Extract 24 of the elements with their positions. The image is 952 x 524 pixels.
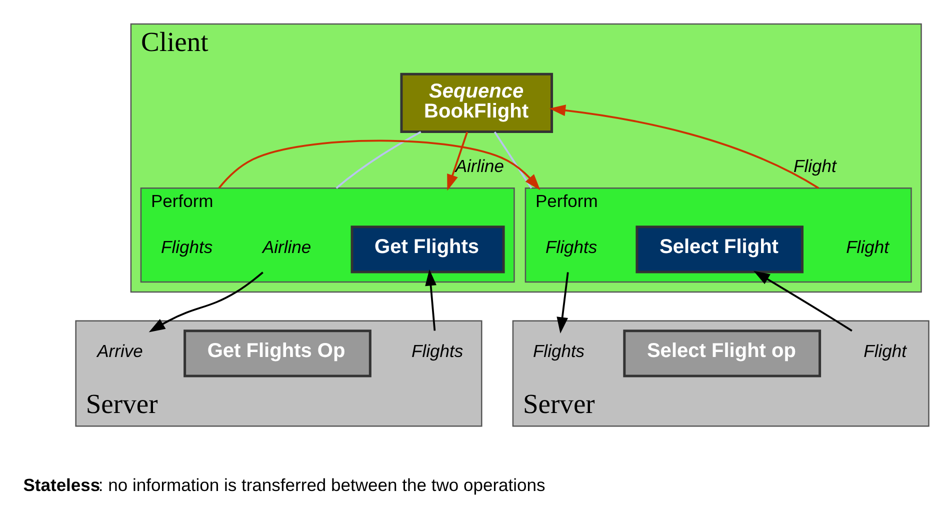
arrow — [218, 140, 540, 190]
node-box: Select Flight op — [623, 330, 822, 378]
node-text: Flights — [412, 340, 464, 361]
node-text: Airline — [262, 236, 312, 257]
arrow — [425, 269, 436, 331]
node-box: Get Flights — [350, 226, 505, 274]
node-text: Flight — [864, 340, 906, 361]
node-box: Select Flight — [636, 226, 804, 274]
arrow — [148, 272, 264, 332]
edge-label: Flight — [794, 156, 836, 176]
arrow — [447, 132, 468, 191]
node-box: Sequence BookFlight — [400, 72, 554, 133]
node-text: Flights — [546, 236, 598, 257]
node-text: Flight — [846, 236, 889, 257]
label: Stateless: no information is transferred between the two operations — [23, 474, 546, 495]
node-text: Flights — [161, 236, 213, 257]
edge-label: Airline — [455, 156, 504, 176]
arrow — [549, 104, 820, 189]
connector — [494, 131, 532, 189]
arrow — [754, 270, 852, 332]
node-box: Get Flights Op — [184, 330, 372, 378]
node-text: Arrive — [97, 340, 143, 361]
node-text: Flights — [532, 340, 585, 361]
connector — [336, 131, 422, 189]
